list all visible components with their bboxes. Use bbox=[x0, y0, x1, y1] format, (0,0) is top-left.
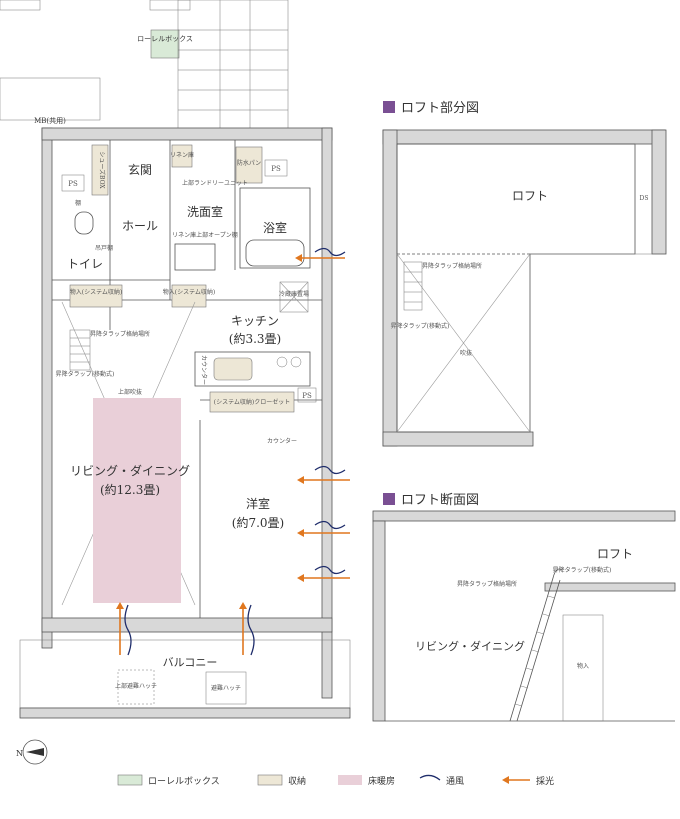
loft-plan-marker bbox=[383, 101, 395, 113]
laundry-label: 上部ランドリーユニット bbox=[182, 179, 248, 187]
ladder-movable-label: 昇降タラップ(移動式) bbox=[56, 370, 115, 378]
storage-1-label: 物入(システム収納) bbox=[70, 288, 123, 296]
main-plan: ローレルボックス MB(共用) PS PS bbox=[0, 0, 351, 765]
western-label: 洋室 bbox=[246, 496, 270, 511]
linen-open-label: リネン庫上部オープン棚 bbox=[172, 231, 238, 239]
legend-storage-swatch bbox=[257, 774, 283, 786]
section-loft-label: ロフト bbox=[597, 547, 633, 561]
ps-1: PS bbox=[68, 180, 78, 188]
storage-2-label: 物入(システム収納) bbox=[163, 288, 216, 296]
loft-plan: ロフト部分図 DS ロフト 吹抜 昇降タラップ格納場所 昇降タラップ(移動式) bbox=[382, 101, 667, 447]
legend: ローレルボックス 収納 床暖房 通風 採光 bbox=[117, 774, 554, 787]
shoes-box bbox=[91, 144, 109, 196]
left-wall bbox=[41, 127, 53, 649]
balcony bbox=[19, 639, 351, 709]
top-mid-block bbox=[149, 0, 191, 11]
open-above-label: 上部吹抜 bbox=[118, 388, 142, 396]
section-living-label: リビング・ダイニング bbox=[415, 639, 525, 653]
loft-ladder-storage-label: 昇降タラップ格納場所 bbox=[422, 262, 482, 270]
toilet-label: トイレ bbox=[67, 257, 103, 271]
section-ladder-movable-label: 昇降タラップ(移動式) bbox=[553, 566, 612, 574]
north-compass-icon: N bbox=[16, 739, 48, 765]
section-storage bbox=[562, 614, 604, 722]
kitchen-size: (約3.3畳) bbox=[229, 331, 281, 346]
bathtub bbox=[245, 239, 305, 267]
compass-label: N bbox=[16, 749, 23, 758]
legend-heating-swatch bbox=[338, 775, 362, 785]
bath-room bbox=[239, 187, 311, 269]
ladder-storage-label: 昇降タラップ格納場所 bbox=[90, 330, 150, 338]
counter-label-2: カウンター bbox=[267, 437, 297, 445]
kitchen-label: キッチン bbox=[231, 314, 279, 328]
ladder bbox=[509, 568, 563, 722]
legend-storage: 収納 bbox=[288, 775, 306, 787]
storage-2 bbox=[171, 284, 207, 308]
loft-section-title: ロフト断面図 bbox=[401, 493, 479, 508]
shelf-label: 棚 bbox=[75, 199, 81, 207]
shoes-label: シューズBOX bbox=[98, 151, 106, 189]
legend-laurel-swatch bbox=[117, 774, 143, 786]
laurel-box bbox=[150, 29, 180, 59]
storage-1 bbox=[69, 284, 123, 308]
legend-heating: 床暖房 bbox=[368, 775, 395, 787]
stair bbox=[177, 0, 289, 131]
kitchen-counter bbox=[194, 351, 311, 387]
entrance-label: 玄関 bbox=[128, 162, 152, 177]
legend-ventilation: 通風 bbox=[446, 776, 464, 787]
ds-label: DS bbox=[640, 195, 649, 202]
loft-plan-title: ロフト部分図 bbox=[401, 101, 479, 116]
bath-label: 浴室 bbox=[263, 220, 287, 235]
fridge-label: 冷蔵庫置場 bbox=[279, 290, 309, 298]
right-wall bbox=[321, 127, 333, 699]
closet-label: (システム収納)クローゼット bbox=[214, 398, 291, 406]
hatch-label: 避難ハッチ bbox=[211, 684, 241, 692]
toilet-bowl bbox=[74, 211, 94, 235]
western-size: (約7.0畳) bbox=[232, 515, 284, 530]
living-size: (約12.3畳) bbox=[100, 482, 160, 497]
laurel-box-label: ローレルボックス bbox=[137, 35, 193, 43]
loft-outline bbox=[396, 143, 636, 433]
ps-2: PS bbox=[271, 165, 281, 173]
washroom-label: 洗面室 bbox=[187, 204, 223, 219]
top-wall bbox=[41, 127, 333, 141]
hanging-shelf-label: 吊戸棚 bbox=[95, 244, 113, 252]
hall-label: ホール bbox=[122, 219, 158, 233]
loft-section: ロフト断面図 ロフト 物入 昇降タラップ格納場所 昇降タラップ(移動式) リビン… bbox=[372, 493, 676, 722]
washbasin bbox=[174, 243, 216, 271]
legend-laurel: ローレルボックス bbox=[148, 776, 220, 787]
section-ladder-storage-label: 昇降タラップ格納場所 bbox=[457, 580, 517, 588]
section-storage-label: 物入 bbox=[577, 662, 589, 670]
top-left-block bbox=[0, 0, 41, 11]
floor-heating-area bbox=[93, 398, 181, 603]
bottom-wall bbox=[41, 617, 333, 633]
closet bbox=[209, 391, 295, 413]
living-label: リビング・ダイニング bbox=[70, 463, 190, 478]
fukinuke-label: 吹抜 bbox=[460, 349, 472, 357]
counter-label: カウンター bbox=[200, 355, 208, 385]
mb-label: MB(共用) bbox=[34, 116, 66, 125]
loft-section-marker bbox=[383, 493, 395, 505]
linen-label: リネン庫 bbox=[170, 151, 194, 159]
loft-ladder-movable-label: 昇降タラップ(移動式) bbox=[391, 322, 450, 330]
ps-3: PS bbox=[302, 392, 312, 400]
hatch-upper-label: 上部避難ハッチ bbox=[115, 682, 157, 690]
bosui-label: 防水パン bbox=[237, 159, 261, 167]
legend-daylight: 採光 bbox=[536, 775, 554, 787]
loft-plan-loft-label: ロフト bbox=[512, 189, 548, 203]
balcony-label: バルコニー bbox=[163, 656, 218, 669]
mb-area bbox=[0, 77, 101, 121]
wind-icon bbox=[419, 774, 441, 781]
